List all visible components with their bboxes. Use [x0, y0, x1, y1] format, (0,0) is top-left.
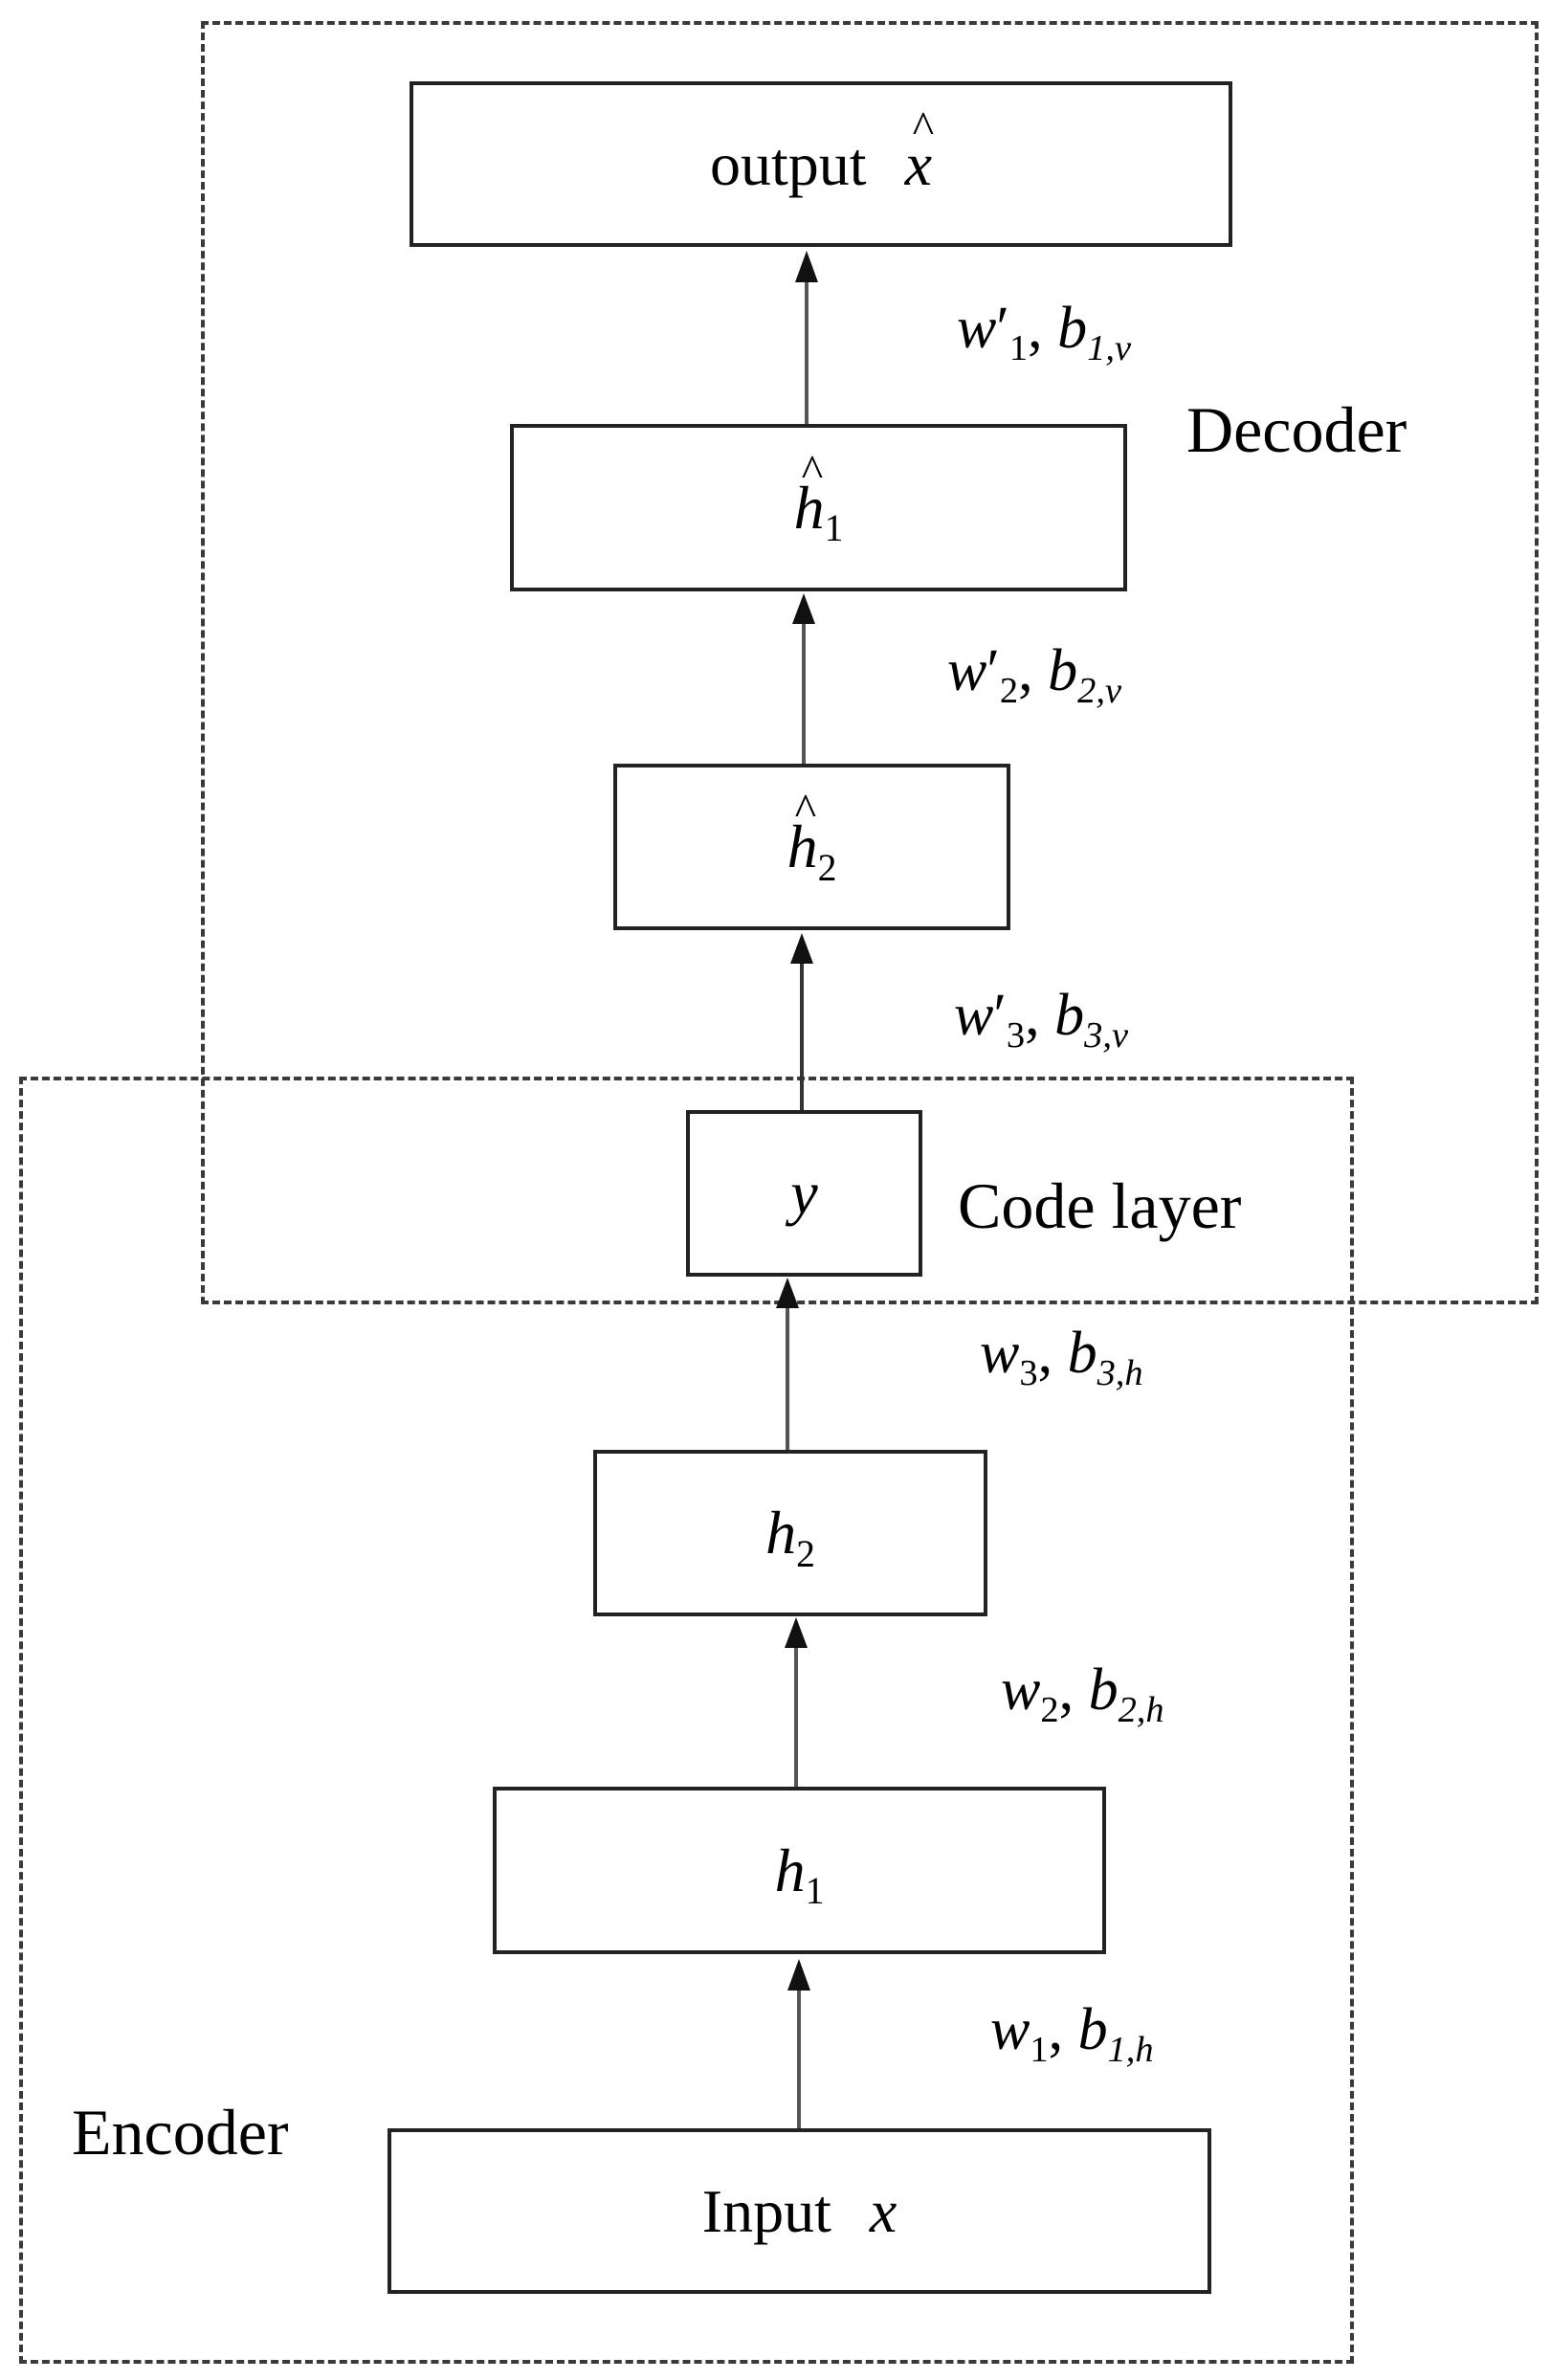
edge-bias: b — [1057, 296, 1088, 361]
output-node: output ^ x — [410, 81, 1232, 247]
edge-bias-subscript: 2,h — [1118, 1690, 1164, 1731]
h2-variable: h2 — [765, 1499, 815, 1573]
edge-label-w2-b2h: w2, b2,h — [1001, 1657, 1164, 1731]
h2-symbol: h — [765, 1499, 797, 1567]
input-var-symbol: x — [869, 2176, 897, 2245]
encoder-label: Encoder — [72, 2096, 289, 2169]
h2-hat-symbol: h — [787, 812, 818, 880]
arrow-h1hat-to-output — [795, 251, 818, 424]
edge-label-w1-b1h: w1, b1,h — [990, 1997, 1154, 2071]
edge-prime: ′ — [986, 638, 1000, 703]
edge-prime: ′ — [993, 983, 1007, 1048]
output-variable: ^ x — [905, 104, 935, 195]
edge-weight-subscript: 1 — [1008, 328, 1029, 369]
edge-prime: ′ — [996, 296, 1009, 361]
hat-mark: ^ — [912, 101, 935, 153]
code-node: y — [686, 1110, 922, 1277]
edge-bias-subscript: 1,h — [1107, 2030, 1154, 2071]
edge-bias: b — [1048, 638, 1078, 703]
edge-weight: w — [1001, 1657, 1041, 1723]
edge-bias: b — [1054, 983, 1085, 1048]
edge-weight-subscript: 3 — [1019, 1353, 1038, 1394]
code-layer-label: Code layer — [958, 1169, 1242, 1242]
edge-weight: w — [947, 638, 987, 703]
h1-hat-symbol: h — [793, 473, 825, 542]
h1-subscript: 1 — [805, 1870, 825, 1913]
decoder-region — [201, 21, 1539, 1304]
h1-symbol: h — [774, 1835, 806, 1904]
hat-mark: ^ — [801, 445, 824, 497]
edge-weight: w — [980, 1321, 1020, 1386]
h2-subscript: 2 — [796, 1532, 815, 1575]
edge-label-w3prime-b3v: w′3, b3,v — [954, 983, 1129, 1057]
edge-weight-subscript: 3 — [1006, 1015, 1026, 1057]
arrow-input-to-h1 — [787, 1959, 810, 2128]
output-var-symbol: x — [904, 129, 932, 198]
h1-hat-variable: ^ h1 — [794, 448, 844, 547]
edge-bias: b — [1067, 1321, 1097, 1386]
edge-label-w1prime-b1v: w′1, b1,v — [957, 296, 1132, 369]
arrow-h2hat-to-h1hat — [792, 593, 815, 764]
h2-hat-node: ^ h2 — [613, 764, 1010, 930]
edge-weight: w — [954, 983, 994, 1048]
hat-mark: ^ — [794, 785, 817, 835]
h1-node: h1 — [493, 1787, 1106, 1954]
edge-bias-subscript: 1,v — [1087, 328, 1132, 369]
edge-weight: w — [990, 1997, 1030, 2062]
edge-weight-subscript: 1 — [1030, 2030, 1049, 2071]
decoder-label: Decoder — [1186, 393, 1407, 466]
edge-bias-subscript: 2,v — [1077, 671, 1122, 712]
h2-hat-variable: ^ h2 — [787, 788, 837, 887]
edge-bias: b — [1077, 1997, 1108, 2062]
edge-weight-subscript: 2 — [1040, 1690, 1059, 1731]
h1-hat-subscript: 1 — [824, 507, 844, 550]
input-node: Input x — [388, 2128, 1211, 2294]
edge-weight: w — [957, 296, 997, 361]
input-word: Input — [701, 2176, 831, 2245]
h2-node: h2 — [593, 1450, 987, 1616]
output-word: output — [710, 129, 867, 198]
h2-hat-subscript: 2 — [817, 846, 837, 889]
edge-bias-subscript: 3,v — [1084, 1015, 1129, 1057]
h1-hat-node: ^ h1 — [510, 424, 1127, 591]
edge-bias-subscript: 3,h — [1097, 1353, 1143, 1394]
edge-weight-subscript: 2 — [999, 671, 1019, 712]
edge-bias: b — [1088, 1657, 1119, 1723]
edge-label-w3-b3h: w3, b3,h — [980, 1321, 1143, 1394]
code-symbol: y — [790, 1159, 818, 1227]
encoder-region — [19, 1077, 1354, 2364]
arrow-code-to-h2hat — [790, 933, 813, 1110]
arrow-h1-to-h2 — [785, 1617, 808, 1787]
h1-variable: h1 — [775, 1839, 825, 1910]
edge-label-w2prime-b2v: w′2, b2,v — [947, 638, 1122, 712]
arrow-h2-to-code — [776, 1278, 799, 1450]
